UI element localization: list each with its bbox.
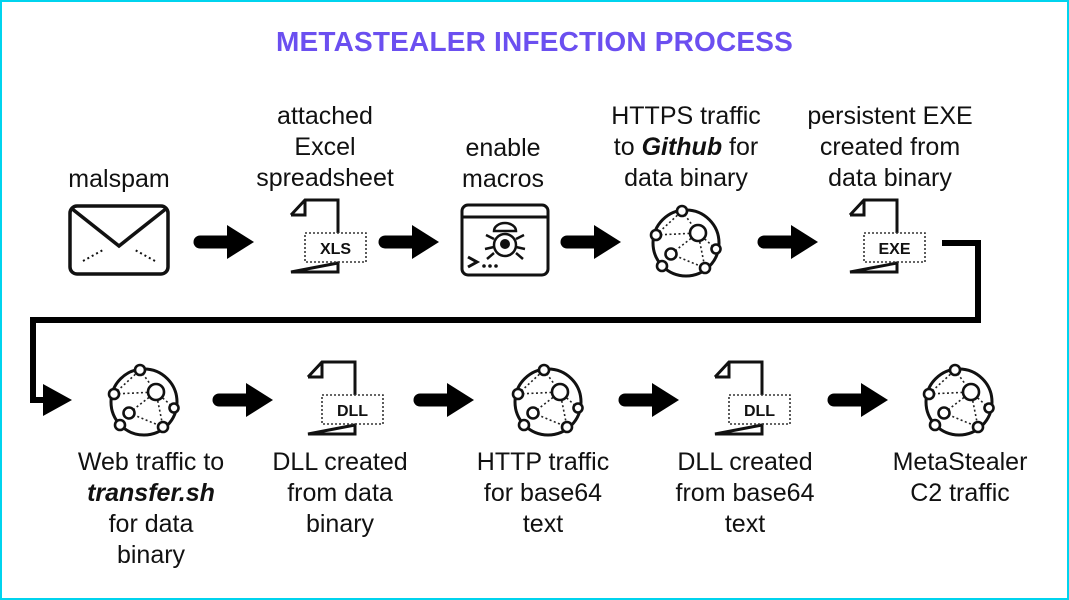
label-line: to Github for	[611, 132, 761, 163]
flow-arrow	[413, 382, 475, 418]
label-line: text	[724, 510, 766, 538]
label-emphasis: Github	[641, 133, 723, 161]
file-icon: DLL	[305, 359, 387, 437]
network-globe-icon	[646, 201, 726, 281]
step-label-excel: attached Excel spreadsheet	[256, 101, 394, 194]
terminal-malware-icon	[460, 203, 550, 277]
file-type-tag: DLL	[337, 403, 368, 420]
file-icon: EXE	[847, 197, 929, 275]
step-label-dll-base64: DLL created from base64 text	[676, 447, 815, 540]
envelope-icon	[67, 203, 171, 277]
label-line: Excel	[294, 133, 356, 161]
step-label-malspam: malspam	[68, 164, 169, 195]
network-globe-icon	[508, 360, 588, 440]
step-label-github: HTTPS traffic to Github for data binary	[611, 101, 761, 194]
label-line: from base64	[675, 479, 815, 507]
label-line: DLL created	[677, 448, 813, 476]
label-line: created from	[819, 133, 961, 161]
step-label-exe: persistent EXE created from data binary	[807, 101, 972, 194]
label-line: malspam	[68, 165, 170, 193]
file-type-tag: EXE	[878, 241, 910, 258]
label-line: persistent EXE	[807, 102, 973, 130]
step-label-transfer: Web traffic to transfer.sh for data bina…	[78, 447, 224, 571]
label-line: Web traffic to	[77, 448, 225, 476]
flow-arrow	[193, 224, 255, 260]
label-line: spreadsheet	[256, 164, 394, 192]
flow-arrow	[378, 224, 440, 260]
label-text: to	[613, 133, 642, 161]
flow-arrow	[827, 382, 889, 418]
step-label-c2: MetaStealer C2 traffic	[893, 447, 1028, 509]
label-text: for	[722, 133, 759, 161]
label-line: HTTP traffic	[476, 448, 610, 476]
file-type-tag: XLS	[320, 241, 351, 258]
label-line: from data	[287, 479, 393, 507]
file-icon: DLL	[712, 359, 794, 437]
label-line: for base64	[483, 479, 603, 507]
flow-arrow	[618, 382, 680, 418]
flow-arrow	[212, 382, 274, 418]
label-line: DLL created	[272, 448, 408, 476]
step-label-dll-data: DLL created from data binary	[272, 447, 407, 540]
label-line: C2 traffic	[910, 479, 1010, 507]
network-globe-icon	[104, 360, 184, 440]
label-line: HTTPS traffic	[611, 102, 761, 130]
label-line: transfer.sh	[78, 478, 224, 509]
label-line: MetaStealer	[892, 448, 1028, 476]
network-globe-icon	[919, 360, 999, 440]
file-icon: XLS	[288, 197, 370, 275]
label-line: macros	[462, 165, 544, 193]
label-line: text	[522, 510, 564, 538]
label-line: data binary	[624, 164, 748, 192]
flow-arrow	[560, 224, 622, 260]
flow-arrow	[757, 224, 819, 260]
connector-arrowhead	[43, 384, 72, 416]
step-label-http-base64: HTTP traffic for base64 text	[477, 447, 609, 540]
diagram-title: METASTEALER INFECTION PROCESS	[275, 26, 794, 57]
label-emphasis: transfer.sh	[87, 479, 215, 507]
label-line: for data	[108, 510, 194, 538]
label-line: binary	[305, 510, 375, 538]
label-line: data binary	[828, 164, 952, 192]
step-label-macros: enable macros	[462, 133, 544, 195]
file-type-tag: DLL	[744, 403, 775, 420]
label-line: binary	[116, 541, 186, 569]
label-line: enable	[465, 134, 541, 162]
label-line: attached	[277, 102, 373, 130]
